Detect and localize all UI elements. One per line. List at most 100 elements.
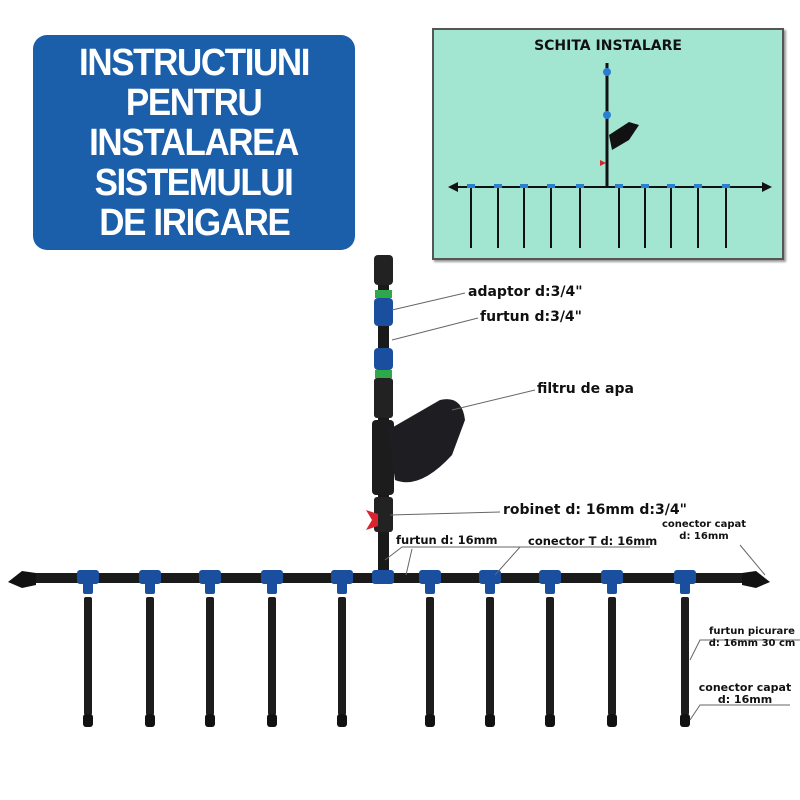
leader-line (389, 511, 501, 516)
drip-end-cap (425, 714, 435, 727)
drip-hose (486, 597, 494, 715)
sketch-filter (609, 122, 639, 150)
label-hose-34: furtun d:3/4" (480, 309, 582, 325)
filter-inlet (374, 378, 393, 418)
drip-hose (608, 597, 616, 715)
leader-line (405, 548, 413, 576)
sketch-t-connector (467, 184, 475, 188)
t-connector (331, 570, 353, 584)
title-line: SISTEMULUI (95, 161, 294, 204)
t-connector (139, 570, 161, 584)
end-cap-right (742, 571, 770, 588)
label-t-connector: conector T d: 16mm (528, 534, 658, 548)
leader-line (451, 389, 536, 411)
label-line: d: 16mm (717, 693, 773, 706)
hose-connector (374, 348, 393, 370)
t-connector-outlet (83, 582, 93, 594)
drip-hose (426, 597, 434, 715)
filter-tee (372, 420, 394, 495)
label-line: conector capat (698, 681, 792, 694)
t-connector-outlet (205, 582, 215, 594)
t-connector-outlet (267, 582, 277, 594)
drip-hose (206, 597, 214, 715)
sketch-connector (603, 68, 611, 76)
sketch-t-connector (494, 184, 502, 188)
drip-end-cap (545, 714, 555, 727)
sketch-t-connector (667, 184, 675, 188)
sketch-t-connector (547, 184, 555, 188)
label-line: furtun picurare (709, 626, 795, 637)
valve-handle (366, 510, 378, 530)
drip-hose (268, 597, 276, 715)
drip-end-cap (607, 714, 617, 727)
drip-end-cap (83, 714, 93, 727)
title-line: INSTRUCTIUNI (78, 41, 310, 84)
drip-hose (146, 597, 154, 715)
leader-line (384, 546, 540, 561)
label-end-cap-drip: conector capat d: 16mm (690, 682, 800, 706)
adaptor-connector (374, 298, 393, 326)
label-adaptor: adaptor d:3/4" (468, 284, 583, 300)
t-connector-outlet (145, 582, 155, 594)
t-connector-outlet (680, 582, 690, 594)
t-connector (601, 570, 623, 584)
drip-end-cap (337, 714, 347, 727)
drip-end-cap (680, 714, 690, 727)
green-ring (375, 290, 392, 298)
tap-adapter (374, 255, 393, 285)
sketch-t-connector (576, 184, 584, 188)
label-line: d: 16mm (679, 531, 729, 542)
leader-line (391, 317, 479, 341)
installation-sketch: SCHITA INSTALARE (432, 28, 784, 260)
label-drip-hose: furtun picurare d: 16mm 30 cm (702, 626, 800, 650)
label-line: conector capat (661, 519, 747, 530)
drip-hose (84, 597, 92, 715)
t-connector (261, 570, 283, 584)
t-connector-outlet (607, 582, 617, 594)
title-line: PENTRU (126, 81, 263, 124)
sketch-t-connector (722, 184, 730, 188)
label-hose-16: furtun d: 16mm (396, 533, 498, 547)
label-end-cap-main: conector capat d: 16mm (654, 519, 754, 543)
drip-end-cap (485, 714, 495, 727)
title-banner: INSTRUCTIUNI PENTRU INSTALAREA SISTEMULU… (33, 35, 355, 250)
t-connector-outlet (485, 582, 495, 594)
drip-end-cap (205, 714, 215, 727)
sketch-t-connector (641, 184, 649, 188)
water-filter (388, 399, 465, 483)
title-line: INSTALAREA (89, 121, 300, 164)
leader-line (494, 546, 650, 576)
drip-end-cap (267, 714, 277, 727)
drip-end-cap (145, 714, 155, 727)
sketch-t-connector (520, 184, 528, 188)
sketch-title: SCHITA INSTALARE (534, 38, 682, 54)
end-cap-left (8, 571, 36, 588)
sketch-drawing (448, 63, 772, 248)
t-connector-outlet (425, 582, 435, 594)
valve-body (374, 497, 393, 532)
sketch-arrow-left (448, 182, 458, 192)
t-connector (199, 570, 221, 584)
t-connector (479, 570, 501, 584)
sketch-arrow-right (762, 182, 772, 192)
label-valve: robinet d: 16mm d:3/4" (503, 502, 687, 518)
drip-hose (681, 597, 689, 715)
leader-line (689, 704, 790, 721)
t-connector (674, 570, 696, 584)
label-filter: filtru de apa (537, 381, 634, 397)
sketch-t-connector (694, 184, 702, 188)
leader-line (391, 292, 466, 311)
t-connector (77, 570, 99, 584)
label-line: d: 16mm 30 cm (708, 638, 796, 649)
t-connector-outlet (545, 582, 555, 594)
leader-line (689, 639, 800, 661)
leader-line (739, 544, 766, 576)
t-connector (372, 570, 394, 584)
title-line: DE IRIGARE (98, 201, 291, 244)
drip-hose (546, 597, 554, 715)
sketch-valve (600, 160, 606, 166)
t-connector (419, 570, 441, 584)
sketch-connector (603, 111, 611, 119)
t-connector (539, 570, 561, 584)
